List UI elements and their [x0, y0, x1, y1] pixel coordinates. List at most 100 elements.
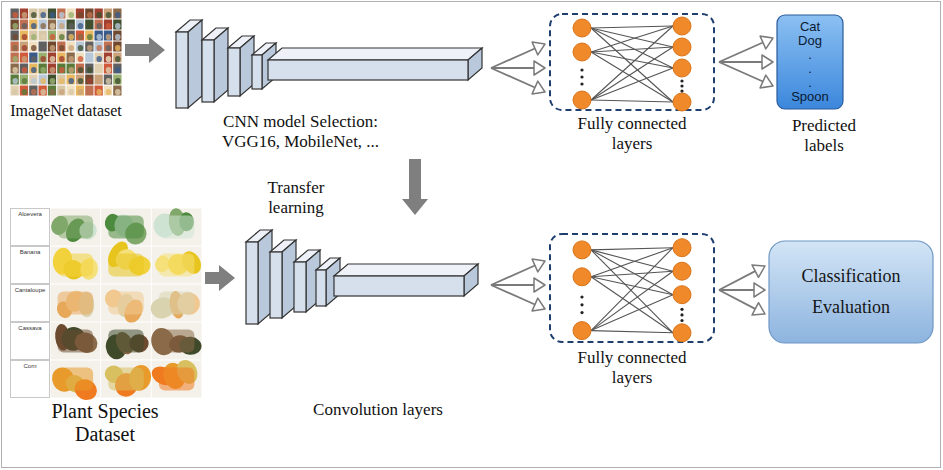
- arrow-line: [719, 289, 754, 291]
- thumbnail: [104, 53, 112, 63]
- arrow-line: [719, 290, 755, 309]
- thumbnail: [57, 9, 65, 19]
- thumbnail-detail: [87, 12, 93, 18]
- thumbnail-detail: [40, 89, 46, 95]
- thumbnail: [39, 20, 47, 30]
- row-label: Corn: [11, 363, 49, 370]
- thumbnail: [48, 64, 56, 74]
- box-outline: [777, 15, 843, 109]
- thumbnail: [104, 86, 112, 96]
- row-label: Cantaloupe: [11, 287, 49, 294]
- thumbnail-detail: [40, 78, 46, 84]
- layer-front: [270, 252, 282, 318]
- ellipsis-dot: [680, 84, 683, 87]
- plant-photo: [58, 330, 94, 353]
- thumbnail: [95, 31, 103, 41]
- layer-front: [228, 48, 240, 96]
- neuron: [673, 324, 691, 342]
- thumbnail: [11, 53, 19, 63]
- node-label: CNN model Selection: VGG16, MobileNet, .…: [208, 112, 393, 151]
- box-content: Classification Evaluation: [768, 240, 934, 344]
- thumbnail-detail: [78, 89, 84, 95]
- thumbnail-detail: [40, 56, 46, 62]
- thumbnail-detail: [31, 56, 37, 62]
- thumbnail-detail: [96, 78, 102, 84]
- thumbnail-detail: [59, 89, 65, 95]
- thumbnail-detail: [106, 78, 112, 84]
- thumbnail-detail: [12, 12, 18, 18]
- thumbnail: [11, 64, 19, 74]
- thumbnail-detail: [78, 78, 84, 84]
- arrow-head: [534, 278, 545, 292]
- arrow-head: [532, 259, 545, 272]
- thumbnail: [48, 20, 56, 30]
- thumbnail-detail: [115, 78, 121, 84]
- layer-side: [464, 264, 478, 296]
- label-cell: [11, 247, 50, 284]
- plant-photo: [159, 330, 195, 353]
- class-name: .: [808, 48, 812, 62]
- thumbnail: [39, 9, 47, 19]
- node-label: Plant Species Dataset: [30, 400, 180, 446]
- thumbnail: [57, 64, 65, 74]
- thumbnail: [20, 20, 28, 30]
- plant-photo: [108, 368, 144, 391]
- thumbnail: [39, 42, 47, 52]
- thumbnail: [67, 20, 75, 30]
- neuron-link: [591, 47, 673, 52]
- thumbnail-detail: [31, 34, 37, 40]
- thumbnail-detail: [96, 34, 102, 40]
- thumbnail: [113, 9, 121, 19]
- neuron: [673, 17, 691, 35]
- thumbnail-detail: [68, 56, 74, 62]
- thumbnail-detail: [50, 56, 56, 62]
- dashed-group: [550, 14, 714, 110]
- ellipsis-dot: [680, 79, 683, 82]
- row-label: Cassava: [11, 325, 49, 332]
- arrow-line: [491, 284, 534, 286]
- plant-photo: [108, 330, 144, 353]
- thumbnail: [85, 75, 93, 85]
- thumbnail: [76, 31, 84, 41]
- thumbnail: [48, 9, 56, 19]
- thumbnail-detail: [87, 45, 93, 51]
- block-arrow: [402, 159, 428, 215]
- label-cell: [11, 209, 50, 246]
- thumbnail-detail: [115, 45, 121, 51]
- thumbnail-detail: [96, 23, 102, 29]
- plant-photo: [159, 368, 195, 391]
- dense-layers: Fully connected layers: [548, 232, 716, 392]
- thumbnail: [85, 31, 93, 41]
- thumbnail: [104, 20, 112, 30]
- arrow-line: [719, 62, 763, 82]
- ellipsis-dot: [680, 313, 683, 316]
- thumbnail-detail: [31, 45, 37, 51]
- thumbnail-detail: [12, 78, 18, 84]
- thumbnail: [20, 53, 28, 63]
- class-name: Cat: [800, 20, 820, 34]
- label-cell: [11, 285, 50, 322]
- dense-layers: Fully connected layers: [548, 12, 716, 158]
- thumbnail: [29, 9, 37, 19]
- ellipsis-dot: [580, 68, 583, 71]
- thumbnail-detail: [31, 67, 37, 73]
- thumbnail-detail: [106, 67, 112, 73]
- thumbnail: [95, 42, 103, 52]
- thumbnail: [67, 53, 75, 63]
- thumbnail-detail: [22, 45, 28, 51]
- arrow-head: [752, 303, 765, 315]
- thumbnail: [76, 20, 84, 30]
- neuron: [573, 241, 591, 259]
- neuron: [573, 19, 591, 37]
- neuron-link: [591, 52, 673, 102]
- thumbnail: [11, 86, 19, 96]
- thumbnail: [57, 53, 65, 63]
- thumbnail: [76, 42, 84, 52]
- neuron-link: [591, 26, 673, 28]
- neuron-link: [591, 271, 673, 277]
- node-label: Fully connected layers: [562, 114, 702, 153]
- thumbnail-detail: [87, 67, 93, 73]
- neuron-link: [591, 26, 673, 100]
- thumbnail: [20, 64, 28, 74]
- neuron: [673, 59, 691, 77]
